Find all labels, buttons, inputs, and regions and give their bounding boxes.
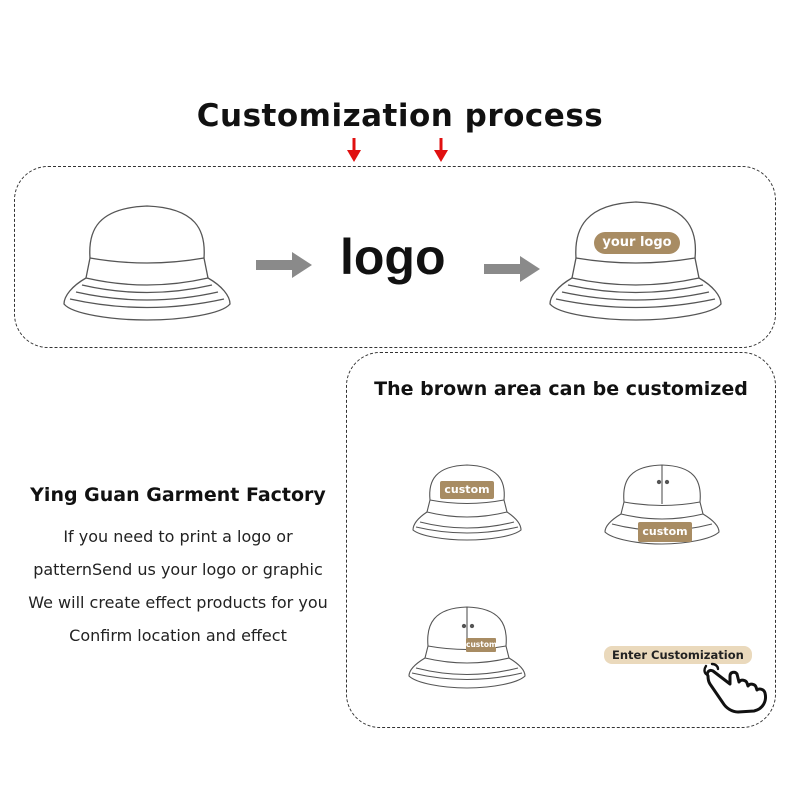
logo-label: logo [340,229,446,285]
bucket-hat-side-icon [408,606,526,689]
custom-area-title: The brown area can be customized [370,378,752,400]
red-down-arrow-icon [434,138,448,162]
red-down-arrow-icon [347,138,361,162]
bucket-hat-front-icon [412,464,522,541]
sub-title-container: The brown area can be customized [346,378,776,400]
hand-pointer-icon [703,662,767,714]
logo-bucket-hat-icon [549,201,722,321]
custom-brim-label: custom [638,522,692,542]
factory-name: Ying Guan Garment Factory [30,484,326,506]
your-logo-badge: your logo [594,232,680,254]
gray-right-arrow-icon [484,256,540,282]
gray-right-arrow-icon [256,252,312,278]
enter-customization-button[interactable]: Enter Customization [604,646,752,664]
process-panel [14,166,776,348]
info-line: patternSend us your logo or graphic [33,560,323,579]
custom-front-label: custom [440,481,494,499]
page-title: Customization process [186,98,614,134]
info-line: Confirm location and effect [69,626,287,645]
info-line: If you need to print a logo or [63,527,293,546]
title-container: Customization process [0,98,800,134]
info-line: We will create effect products for you [28,593,328,612]
custom-side-label: custom [466,638,497,652]
custom-area-panel [346,352,776,728]
factory-info: Ying Guan Garment Factory If you need to… [0,484,356,652]
plain-bucket-hat-icon [63,205,231,321]
